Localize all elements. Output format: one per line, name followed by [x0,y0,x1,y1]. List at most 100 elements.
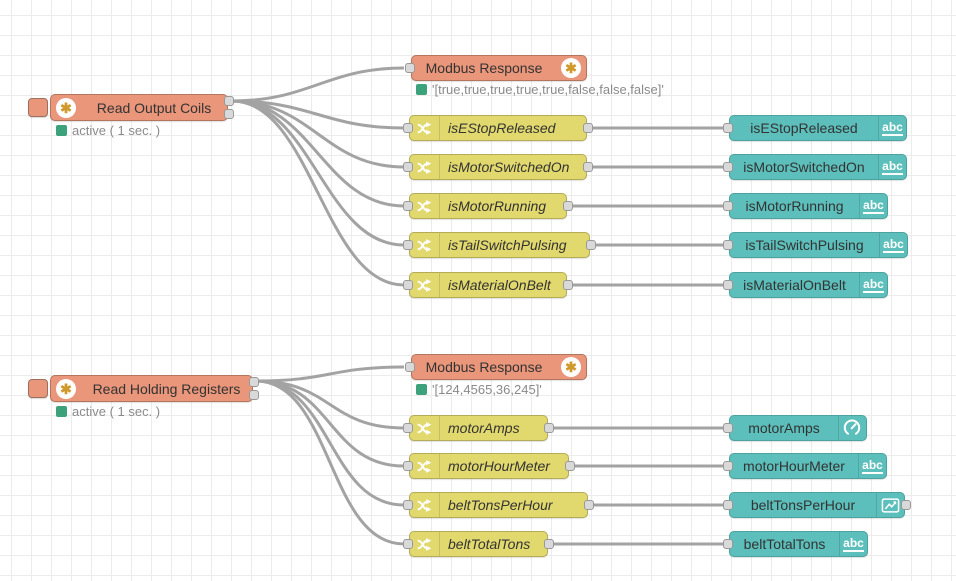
input-port[interactable] [405,63,415,73]
shuffle-icon [410,454,440,478]
switch-node[interactable]: isMaterialOnBelt [403,272,573,298]
input-port[interactable] [723,539,733,549]
node-label: isMaterialOnBelt [743,277,846,293]
output-port[interactable] [583,123,593,133]
wire[interactable] [255,379,405,507]
switch-node[interactable]: motorHourMeter [403,453,575,479]
shuffle-icon [410,116,440,140]
node-label: motorHourMeter [448,458,550,474]
ui-text-node[interactable]: isEStopReleased abc [723,115,907,141]
wire[interactable] [231,99,405,208]
wire[interactable] [231,99,405,287]
switch-node[interactable]: beltTonsPerHour [403,492,594,518]
node-label: beltTotalTons [743,536,826,552]
input-port[interactable] [723,280,733,290]
output-port[interactable] [565,461,575,471]
input-port[interactable] [403,201,413,211]
modbus-response-node[interactable]: Modbus Response ✱ [405,55,587,81]
shuffle-icon [410,416,440,440]
output-port[interactable] [249,377,259,387]
switch-node[interactable]: beltTotalTons [403,531,554,557]
input-port[interactable] [403,500,413,510]
node-trigger-button[interactable] [28,98,48,117]
ui-text-node[interactable]: beltTotalTons abc [723,531,868,557]
wire[interactable] [255,365,405,383]
switch-node[interactable]: isMotorSwitchedOn [403,154,593,180]
ui-text-node[interactable]: isTailSwitchPulsing abc [723,232,908,258]
ui-text-node[interactable]: isMaterialOnBelt abc [723,272,888,298]
input-port[interactable] [403,423,413,433]
output-port[interactable] [224,109,234,119]
gauge-icon [837,416,866,440]
input-port[interactable] [403,162,413,172]
output-port[interactable] [583,162,593,172]
modbus-read-node[interactable]: ✱ Read Holding Registers [50,375,259,402]
status-dot [56,125,67,136]
text-abc-icon: abc [878,116,906,140]
wire[interactable] [255,379,405,546]
node-label: Modbus Response [425,359,543,375]
status-dot [416,384,427,395]
input-port[interactable] [403,240,413,250]
output-port[interactable] [544,539,554,549]
wire[interactable] [231,99,405,247]
node-status: active ( 1 sec. ) [56,123,160,138]
wire[interactable] [255,379,405,468]
switch-node[interactable]: isEStopReleased [403,115,593,141]
input-port[interactable] [723,240,733,250]
output-port[interactable] [563,201,573,211]
text-abc-icon: abc [839,532,867,556]
input-port[interactable] [723,123,733,133]
asterisk-icon: ✱ [556,56,586,80]
node-label: isTailSwitchPulsing [448,237,567,253]
output-port[interactable] [224,96,234,106]
node-label: motorHourMeter [743,458,845,474]
input-port[interactable] [723,423,733,433]
text-abc-icon: abc [877,155,906,179]
input-port[interactable] [403,539,413,549]
output-port[interactable] [584,500,594,510]
status-text: active ( 1 sec. ) [72,123,161,138]
wire[interactable] [231,99,405,169]
ui-gauge-node[interactable]: motorAmps [723,415,867,441]
node-label: isMotorRunning [745,198,844,214]
wire[interactable] [231,66,405,103]
ui-text-node[interactable]: isMotorSwitchedOn abc [723,154,907,180]
node-label: isMaterialOnBelt [448,277,551,293]
node-label: motorAmps [748,420,820,436]
input-port[interactable] [405,362,415,372]
output-port[interactable] [249,390,259,400]
node-trigger-button[interactable] [28,379,48,398]
output-port[interactable] [563,280,573,290]
input-port[interactable] [403,123,413,133]
shuffle-icon [410,493,440,517]
shuffle-icon [410,233,440,257]
output-port[interactable] [544,423,554,433]
status-dot [56,406,67,417]
node-label: isTailSwitchPulsing [745,237,864,253]
node-label: Modbus Response [425,60,543,76]
switch-node[interactable]: motorAmps [403,415,554,441]
ui-chart-node[interactable]: beltTonsPerHour [723,492,911,518]
ui-text-node[interactable]: motorHourMeter abc [723,453,887,479]
node-status: '[true,true,true,true,true,false,false,f… [416,82,664,97]
input-port[interactable] [723,461,733,471]
node-label: isMotorSwitchedOn [743,159,865,175]
switch-node[interactable]: isMotorRunning [403,193,573,219]
switch-node[interactable]: isTailSwitchPulsing [403,232,596,258]
modbus-response-node[interactable]: Modbus Response ✱ [405,354,587,380]
node-label: beltTonsPerHour [750,497,856,513]
node-label: isMotorRunning [448,198,547,214]
ui-text-node[interactable]: isMotorRunning abc [723,193,888,219]
input-port[interactable] [403,280,413,290]
output-port[interactable] [586,240,596,250]
modbus-read-node[interactable]: ✱ Read Output Coils [50,94,234,121]
shuffle-icon [410,194,440,218]
input-port[interactable] [403,461,413,471]
input-port[interactable] [723,162,733,172]
input-port[interactable] [723,500,733,510]
input-port[interactable] [723,201,733,211]
output-port[interactable] [901,500,911,510]
node-label: beltTonsPerHour [448,497,553,513]
